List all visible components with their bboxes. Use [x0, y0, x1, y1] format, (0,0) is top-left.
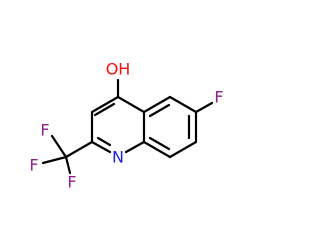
bond-cf3-f-bottom [64, 155, 72, 175]
bond-c8-c8a [142, 140, 172, 159]
bond-n1-c8a [124, 140, 146, 154]
bond-cf3-f-top [50, 134, 68, 159]
bond-c2-cf3 [64, 140, 94, 159]
hydroxyl-label: OH [106, 60, 131, 79]
bond-c4a-c5 [142, 95, 172, 114]
molecule-structure: OH F N F F F [29, 60, 223, 192]
bond-c5-c6 [168, 95, 198, 114]
bond-c4a-c4 [116, 95, 146, 114]
molecule-canvas: OH F N F F F [29, 60, 223, 192]
atom-labels: OH F N F F F [29, 60, 223, 192]
bonds [41, 78, 214, 175]
fluorine-label-cf3-left: F [29, 156, 38, 175]
fluorine-label-cf3-top: F [40, 121, 49, 140]
bond-c7-c8 [168, 140, 198, 159]
fluorine-label-cf3-bottom: F [67, 173, 76, 192]
fluorine-label-ring: F [214, 88, 223, 107]
bond-c4a-c5-inner [148, 103, 171, 118]
bond-c2-n1-inner [96, 136, 112, 147]
bond-c4-c3-inner [93, 102, 116, 117]
nitrogen-label: N [112, 148, 124, 167]
bond-c6-f [194, 101, 214, 114]
bond-c2-n1 [90, 140, 112, 154]
bond-c8-c8a-inner [148, 136, 171, 151]
bond-c4-c3 [90, 95, 120, 114]
bond-cf3-f-left [41, 155, 68, 165]
